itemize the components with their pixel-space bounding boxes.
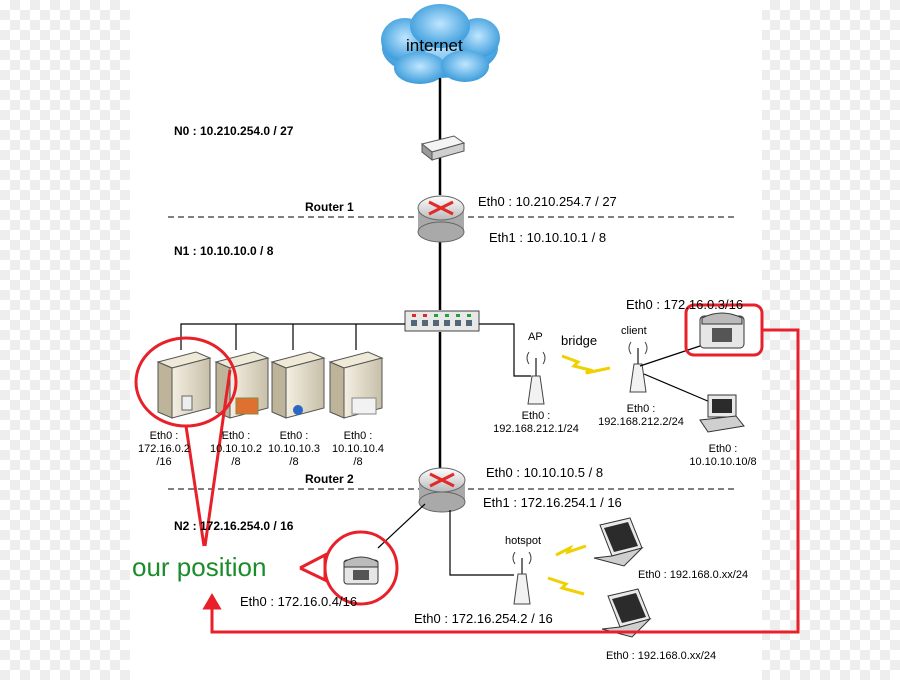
laptop-1-icon xyxy=(593,517,644,567)
server-4-eth-line1: Eth0 : xyxy=(343,430,373,442)
server-2-eth-label: Eth0 : 10.10.10.2 /8 xyxy=(202,430,270,469)
network-n0-label: N0 : 10.210.254.0 / 27 xyxy=(174,124,294,138)
client-phone-eth-label: Eth0 : 172.16.0.3/16 xyxy=(626,297,744,312)
pc-eth-line1: Eth0 : xyxy=(708,443,738,455)
server-3-icon xyxy=(270,351,326,419)
ap-label: AP xyxy=(528,331,543,343)
router-1-eth1: Eth1 : 10.10.10.1 / 8 xyxy=(489,230,607,245)
client-eth-line1: Eth0 : xyxy=(626,403,656,415)
server-2-icon xyxy=(214,351,270,419)
pc-eth-label: Eth0 : 10.10.10.10/8 xyxy=(680,443,766,469)
bridge-label: bridge xyxy=(561,333,598,348)
server-1-eth-line2: 172.16.0.2 xyxy=(138,443,190,455)
server-2-eth-line1: Eth0 : xyxy=(221,430,251,442)
router-2-eth1: Eth1 : 172.16.254.1 / 16 xyxy=(483,495,622,510)
ap-eth-line2: 192.168.212.1/24 xyxy=(493,423,579,435)
hotspot-antenna-icon xyxy=(512,551,532,605)
internet-label: internet xyxy=(406,36,463,55)
server-1-icon xyxy=(156,351,212,419)
internet-cloud-icon xyxy=(381,4,500,84)
server-2-eth-line2: 10.10.10.2 xyxy=(210,443,262,455)
server-4-eth-label: Eth0 : 10.10.10.4 /8 xyxy=(324,430,392,469)
router-2-eth0: Eth0 : 10.10.10.5 / 8 xyxy=(486,465,604,480)
server-2-eth-line3: /8 xyxy=(231,456,241,468)
ap-antenna-icon xyxy=(526,351,546,405)
server-4-eth-line3: /8 xyxy=(353,456,363,468)
server-4-icon xyxy=(328,351,384,419)
switch-icon xyxy=(404,310,480,332)
server-1-eth-label: Eth0 : 172.16.0.2 /16 xyxy=(130,430,198,469)
client-eth-line2: 192.168.212.2/24 xyxy=(598,416,684,428)
our-phone-icon xyxy=(343,556,379,585)
network-n2-label: N2 : 172.16.254.0 / 16 xyxy=(174,519,294,533)
router-1-icon xyxy=(417,195,465,243)
laptop-1-eth-label: Eth0 : 192.168.0.xx/24 xyxy=(638,569,749,581)
server-1-eth-line3: /16 xyxy=(156,456,172,468)
modem-icon xyxy=(420,135,466,162)
pc-eth-line2: 10.10.10.10/8 xyxy=(689,456,757,468)
diagram-page xyxy=(130,0,762,680)
ap-eth-line1: Eth0 : xyxy=(521,410,551,422)
server-1-eth-line1: Eth0 : xyxy=(149,430,179,442)
desktop-pc-icon xyxy=(699,394,745,433)
client-eth-label: Eth0 : 192.168.212.2/24 xyxy=(588,403,694,429)
server-3-eth-line3: /8 xyxy=(289,456,299,468)
network-n1-label: N1 : 10.10.10.0 / 8 xyxy=(174,244,274,258)
client-antenna-icon xyxy=(628,341,648,393)
n2-cables xyxy=(377,503,514,576)
server-3-eth-label: Eth0 : 10.10.10.3 /8 xyxy=(260,430,328,469)
our-position-annotation: our position xyxy=(132,552,267,582)
hotspot-lightning-icons xyxy=(547,544,587,596)
hotspot-eth-label: Eth0 : 172.16.254.2 / 16 xyxy=(414,611,553,626)
router-2-title: Router 2 xyxy=(305,472,354,486)
router-2-icon xyxy=(418,467,466,513)
server-3-eth-line1: Eth0 : xyxy=(279,430,309,442)
laptop-2-eth-label: Eth0 : 192.168.0.xx/24 xyxy=(606,650,717,662)
server-icons xyxy=(156,351,384,419)
server-3-eth-line2: 10.10.10.3 xyxy=(268,443,320,455)
our-phone-eth-label: Eth0 : 172.16.0.4/16 xyxy=(240,594,358,609)
router-1-title: Router 1 xyxy=(305,200,354,214)
client-phone-icon xyxy=(699,312,745,349)
router-1-eth0: Eth0 : 10.210.254.7 / 27 xyxy=(478,194,617,209)
bridge-lightning-icon xyxy=(561,354,611,375)
client-label: client xyxy=(621,325,647,337)
ap-eth-label: Eth0 : 192.168.212.1/24 xyxy=(484,410,588,436)
hotspot-label: hotspot xyxy=(505,535,542,547)
server-4-eth-line2: 10.10.10.4 xyxy=(332,443,384,455)
laptop-2-icon xyxy=(601,588,652,638)
lan-cables xyxy=(180,323,531,377)
client-cables xyxy=(639,341,713,403)
annotation-connector-lines xyxy=(184,328,800,634)
